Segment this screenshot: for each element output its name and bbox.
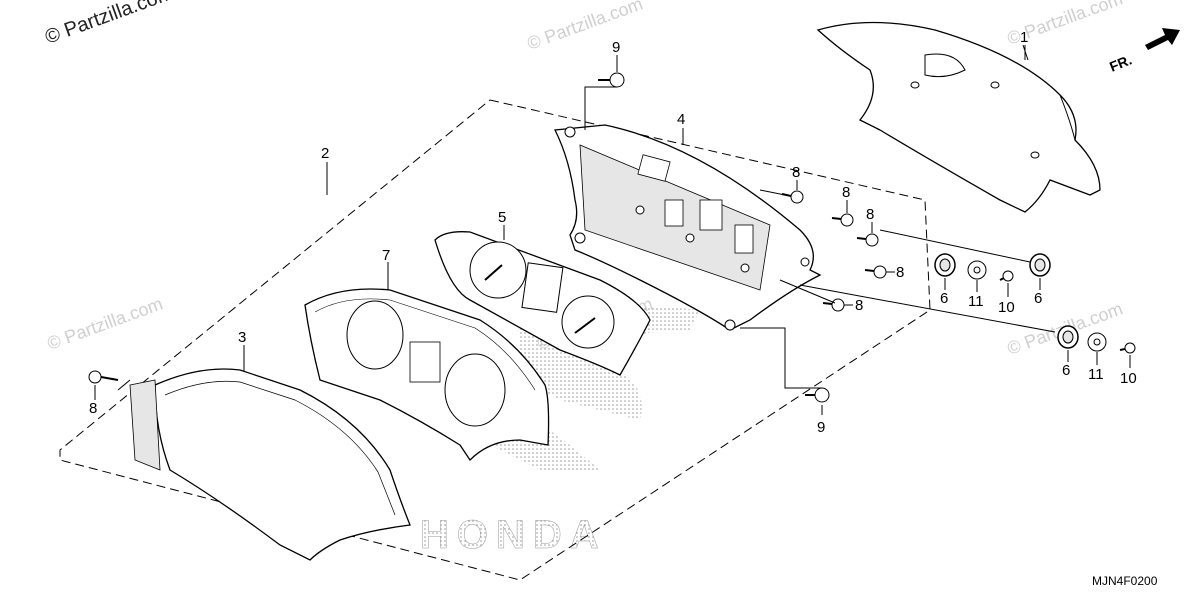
part-4-meter-case xyxy=(553,124,822,331)
front-arrow-icon xyxy=(1145,28,1180,50)
part-5-dial-panel xyxy=(434,231,651,376)
callout-6-c: 6 xyxy=(1062,362,1070,379)
washer-11-a xyxy=(967,260,987,280)
callout-8-e: 8 xyxy=(855,297,863,314)
callout-10-b: 10 xyxy=(1120,370,1137,387)
screw-8-c xyxy=(856,233,879,247)
screw-8-e xyxy=(822,298,845,312)
hardware-screws xyxy=(88,72,887,403)
callout-7: 7 xyxy=(382,247,390,264)
callout-2: 2 xyxy=(321,145,329,162)
callout-8-b: 8 xyxy=(842,184,850,201)
callout-8-f: 8 xyxy=(89,400,97,417)
screw-8-b xyxy=(831,213,854,227)
callout-11-a: 11 xyxy=(968,293,984,310)
screw-8-d xyxy=(864,265,887,279)
callout-8-d: 8 xyxy=(896,264,904,281)
callout-3: 3 xyxy=(238,329,246,346)
leader-lines xyxy=(94,45,1131,415)
assembly-boundary-dashed xyxy=(59,99,931,581)
grommet-6-a xyxy=(934,253,956,277)
diagram-code: MJN4F0200 xyxy=(1092,574,1158,588)
part-3-lens-cover xyxy=(129,368,411,561)
callout-4: 4 xyxy=(677,111,685,128)
callout-8-c: 8 xyxy=(866,206,874,223)
callout-6-b: 6 xyxy=(1034,290,1042,307)
front-direction-indicator: FR. xyxy=(1107,28,1180,75)
honda-logo-text: HONDA xyxy=(420,513,607,557)
callout-1: 1 xyxy=(1020,29,1028,46)
screw-8-f xyxy=(88,370,119,384)
callout-11-b: 11 xyxy=(1088,366,1104,383)
callout-9-bottom: 9 xyxy=(817,419,825,436)
grommet-6-c xyxy=(1057,325,1079,349)
collar-10-a xyxy=(999,270,1014,282)
part-7-meter-frame xyxy=(304,288,550,462)
copyright-watermark: © Partzilla.com xyxy=(42,0,176,49)
callout-10-a: 10 xyxy=(998,299,1015,316)
collar-10-b xyxy=(1119,342,1136,354)
callout-9-top: 9 xyxy=(612,39,620,56)
front-direction-label: FR. xyxy=(1107,51,1134,74)
part-1-rear-cover xyxy=(816,21,1101,213)
watermark-left: © Partzilla.com xyxy=(45,293,166,353)
callout-6-a: 6 xyxy=(940,290,948,307)
washer-11-b xyxy=(1087,332,1107,352)
callout-labels: 1 2 3 4 5 7 9 9 8 8 8 8 8 8 6 11 10 6 6 … xyxy=(89,29,1137,436)
screw-8-a xyxy=(781,190,804,204)
screw-9-top xyxy=(598,72,625,88)
hardware-grommets xyxy=(934,253,1136,354)
callout-5: 5 xyxy=(498,209,506,226)
grommet-6-b xyxy=(1029,253,1051,277)
callout-8-a: 8 xyxy=(792,164,800,181)
watermark-top-center: © Partzilla.com xyxy=(525,0,646,54)
